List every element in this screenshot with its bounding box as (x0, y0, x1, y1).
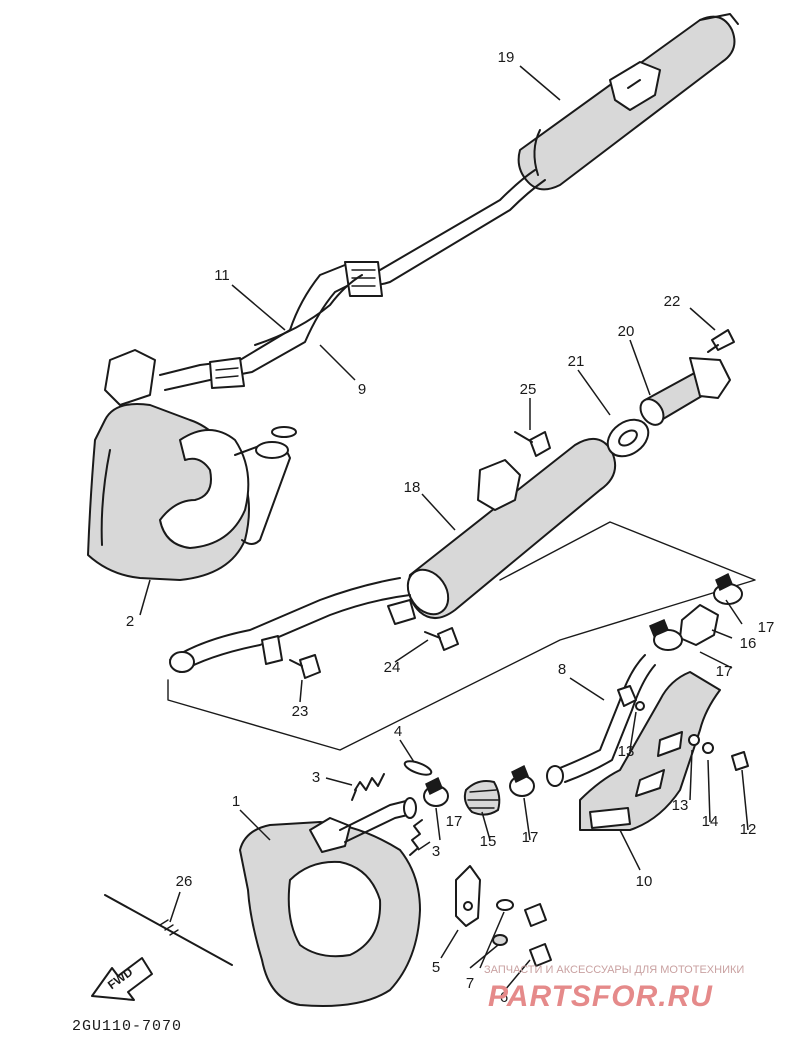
expansion-chamber-2 (87, 403, 297, 581)
drawing-code: 2GU110-7070 (72, 1018, 182, 1035)
callout-4: 4 (394, 723, 402, 740)
callout-21: 21 (568, 353, 585, 370)
callout-5: 5 (432, 959, 440, 976)
callout-23: 23 (292, 703, 309, 720)
callout-26: 26 (176, 873, 193, 890)
callout-17-right: 17 (522, 829, 539, 846)
watermark: ЗАПЧАСТИ И АКСЕССУАРЫ ДЛЯ МОТОТЕХНИКИ PA… (484, 964, 744, 1013)
pipe-9-line (254, 274, 363, 346)
silencer-18 (169, 437, 616, 673)
callout-19: 19 (498, 49, 515, 66)
spring-3-lower (409, 819, 423, 856)
callout-17-left: 17 (446, 813, 463, 830)
spring-3-upper (351, 773, 385, 801)
silencer-19 (517, 13, 739, 191)
callout-labels: 19 11 9 2 18 25 21 20 22 23 24 17 16 17 … (126, 49, 775, 1006)
callout-17-upper: 17 (758, 619, 775, 636)
callout-12: 12 (740, 821, 757, 838)
o-ring-4 (403, 760, 433, 776)
fwd-arrow: FWD (91, 957, 153, 1001)
callout-15: 15 (480, 833, 497, 850)
callout-13-right: 13 (672, 797, 689, 814)
callout-10: 10 (636, 873, 653, 890)
callout-22: 22 (664, 293, 681, 310)
callout-3-upper: 3 (312, 769, 320, 786)
leader-lines (139, 65, 749, 991)
callout-20: 20 (618, 323, 635, 340)
small-hardware-12-14 (635, 701, 749, 771)
callout-16: 16 (740, 635, 757, 652)
callout-8: 8 (558, 661, 566, 678)
bolt-23 (289, 654, 321, 679)
clamp-17-lower (649, 619, 683, 651)
clamp-17-upper (713, 572, 743, 605)
gasket-21 (606, 418, 650, 458)
callout-9: 9 (358, 381, 366, 398)
mount-bolt-25 (514, 431, 551, 457)
stay-rod-26 (104, 894, 233, 966)
watermark-logo: PARTSFOR.RU (488, 980, 713, 1013)
washers-7 (492, 899, 514, 946)
bolt-22 (707, 329, 735, 353)
callout-14: 14 (702, 813, 719, 830)
callout-13-left: 13 (618, 743, 635, 760)
callout-24: 24 (384, 659, 401, 676)
callout-6: 6 (500, 989, 508, 1006)
clamp-17-left (423, 776, 449, 807)
bracket-5 (455, 865, 481, 927)
callout-18: 18 (404, 479, 421, 496)
expansion-chamber-1 (239, 797, 421, 1007)
pipe-8 (546, 654, 656, 787)
joint-16 (679, 604, 719, 646)
end-cap-20 (639, 357, 731, 426)
callout-11: 11 (214, 267, 230, 284)
bolt-24 (424, 627, 459, 651)
callout-3-lower: 3 (432, 843, 440, 860)
tail-pipe-11 (104, 169, 546, 406)
clamp-17-right (509, 764, 535, 797)
callout-7: 7 (466, 975, 474, 992)
watermark-caption: ЗАПЧАСТИ И АКСЕССУАРЫ ДЛЯ МОТОТЕХНИКИ (484, 964, 744, 976)
callout-2: 2 (126, 613, 134, 630)
joint-15 (463, 780, 501, 816)
bolts-6 (524, 903, 552, 967)
callout-17-lower: 17 (716, 663, 733, 680)
assembly-frame (167, 521, 756, 751)
callout-25: 25 (520, 381, 537, 398)
heat-protector-10 (579, 671, 721, 831)
callout-1: 1 (232, 793, 240, 810)
